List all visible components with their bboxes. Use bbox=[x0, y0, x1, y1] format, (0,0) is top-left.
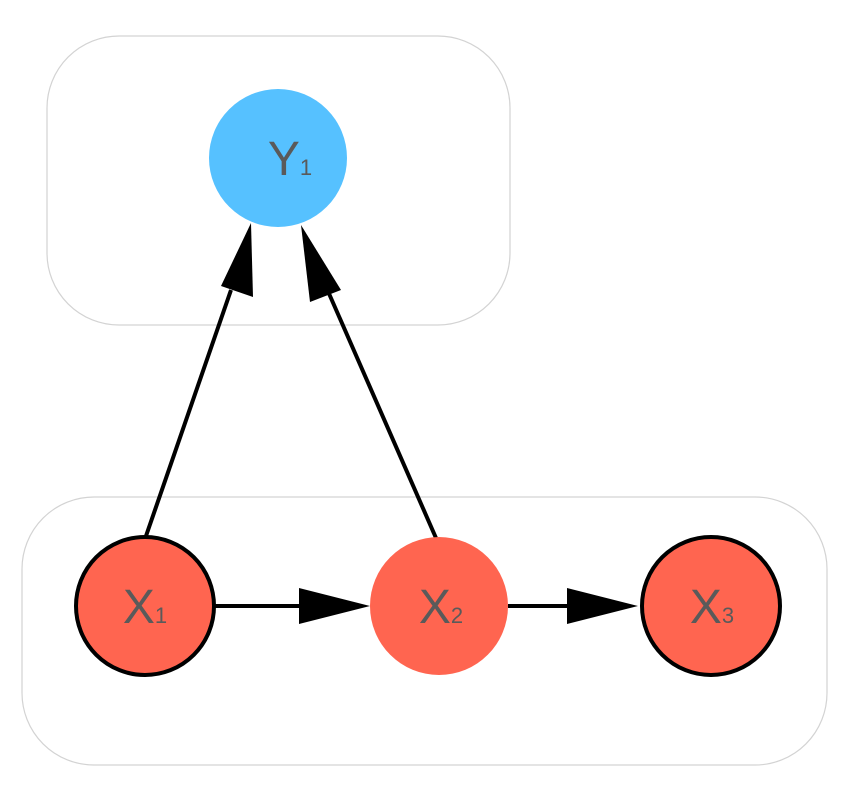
node-y1[interactable]: Y1 bbox=[209, 89, 347, 227]
node-x2-letter: X bbox=[419, 581, 451, 634]
node-y1-subscript: 1 bbox=[300, 155, 312, 180]
svg-text:X1: X1 bbox=[123, 581, 167, 634]
arrowhead bbox=[301, 225, 341, 302]
edge-x2-to-y1 bbox=[301, 225, 438, 539]
node-x1-letter: X bbox=[123, 581, 155, 634]
node-x3-circle bbox=[640, 535, 782, 677]
cluster-y bbox=[46, 35, 511, 326]
svg-text:X3: X3 bbox=[690, 581, 734, 634]
node-x2-subscript: 2 bbox=[451, 603, 463, 628]
node-x2[interactable]: X2 bbox=[370, 537, 508, 675]
node-x3[interactable]: X3 bbox=[640, 535, 782, 677]
svg-text:Y1: Y1 bbox=[268, 133, 312, 186]
edge-x1-to-y1 bbox=[144, 223, 253, 537]
cluster-x bbox=[21, 496, 828, 766]
arrowhead bbox=[221, 223, 253, 297]
arrowhead bbox=[567, 588, 638, 624]
node-x2-circle bbox=[370, 537, 508, 675]
node-x3-subscript: 3 bbox=[722, 603, 734, 628]
node-x1-subscript: 1 bbox=[155, 603, 167, 628]
node-x1[interactable]: X1 bbox=[74, 535, 216, 677]
node-y1-circle bbox=[209, 89, 347, 227]
arrowhead bbox=[299, 588, 370, 624]
svg-text:X2: X2 bbox=[419, 581, 463, 634]
node-x1-circle bbox=[74, 535, 216, 677]
node-x3-letter: X bbox=[690, 581, 722, 634]
node-y1-letter: Y bbox=[268, 133, 300, 186]
edge-x1-to-x2 bbox=[215, 588, 370, 624]
edge-x2-to-x3 bbox=[508, 588, 638, 624]
